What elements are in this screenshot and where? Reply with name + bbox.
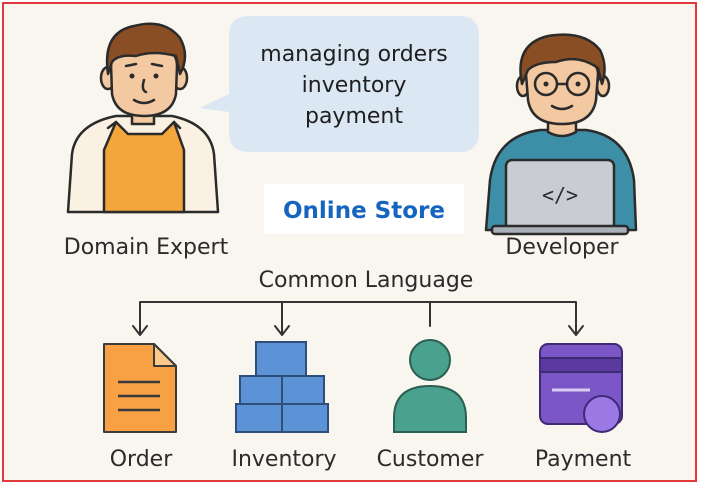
title-text: Online Store (283, 198, 445, 224)
domain-expert-icon (66, 22, 220, 214)
concept-label-order: Order (110, 447, 173, 472)
developer-icon: </> (484, 33, 638, 236)
laptop-code-symbol: </> (542, 183, 578, 207)
boxes-icon (235, 341, 329, 433)
bubble-line-2: inventory (302, 73, 407, 98)
connector-lines (132, 301, 584, 336)
common-language-label: Common Language (259, 268, 474, 293)
concept-label-customer: Customer (377, 447, 485, 472)
diagram-frame: managing orders inventory payment (2, 2, 697, 482)
role-label-domain-expert: Domain Expert (64, 235, 229, 260)
credit-card-icon (539, 343, 623, 433)
online-store-title: Online Store (264, 184, 464, 234)
role-label-developer: Developer (505, 235, 619, 260)
speech-bubble: managing orders inventory payment (200, 16, 479, 152)
bubble-line-1: managing orders (260, 42, 447, 67)
person-icon (393, 339, 467, 433)
document-icon (103, 343, 177, 433)
bubble-line-3: payment (305, 104, 403, 129)
concept-label-inventory: Inventory (231, 447, 336, 472)
diagram-canvas: managing orders inventory payment (64, 16, 638, 472)
concept-label-payment: Payment (535, 447, 632, 472)
